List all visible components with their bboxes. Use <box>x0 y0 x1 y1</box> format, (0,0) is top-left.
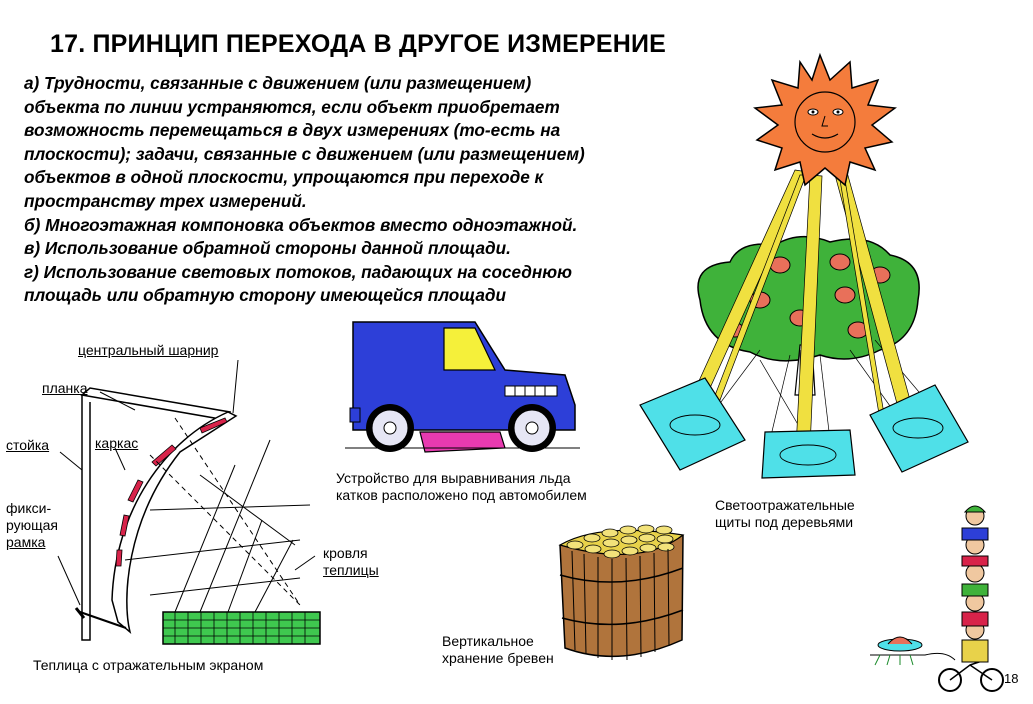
frame-label: каркас <box>95 435 139 451</box>
paragraph-line: объекта по линии устраняются, если объек… <box>24 96 560 117</box>
roof-label: кровля теплицы <box>323 545 379 578</box>
post-label: стойка <box>6 437 50 453</box>
logs-caption: Вертикальное хранение бревен <box>442 633 554 666</box>
paragraph-line: а) Трудности, связанные с движением (или… <box>24 73 532 93</box>
car-window <box>443 327 496 371</box>
page-title: 17. ПРИНЦИП ПЕРЕХОДА В ДРУГОЕ ИЗМЕРЕНИЕ <box>50 30 667 58</box>
greenhouse-illustration <box>57 359 321 645</box>
paragraph-line: плоскости); задачи, связанные с движение… <box>24 143 585 164</box>
car-illustration <box>345 321 580 453</box>
sun-tree-illustration <box>639 52 969 479</box>
ice-leveler <box>419 431 506 453</box>
paragraph-line: пространству трех измерений. <box>24 190 307 211</box>
paragraph-line: объектов в одной плоскости, упрощаются п… <box>24 167 544 188</box>
trees-caption: Светоотражательные щиты под деревьями <box>715 497 855 530</box>
paragraph-line: б) Многоэтажная компоновка объектов вмес… <box>24 214 578 235</box>
greenhouse-caption: Теплица с отражательным экраном <box>33 657 264 673</box>
log-bundle-illustration <box>558 524 685 661</box>
car-caption: Устройство для выравнивания льда катков … <box>336 470 587 503</box>
reflecting-shields <box>639 377 969 479</box>
plank-label: планка <box>42 380 88 396</box>
fixing-frame-label: фикси- рующая рамка <box>6 500 59 550</box>
paragraph-line: в) Использование обратной стороны данной… <box>24 238 511 259</box>
paragraph-line: возможность перемещаться в двух измерени… <box>24 120 561 141</box>
page-number: 18 <box>1004 671 1019 686</box>
central-hinge-label: центральный шарнир <box>78 342 219 358</box>
sun <box>753 52 897 187</box>
acrobats-illustration <box>870 505 1004 692</box>
paragraph-line: г) Использование световых потоков, падаю… <box>24 261 573 282</box>
paragraph-line: площадь или обратную сторону имеющейся п… <box>24 285 507 306</box>
principle-description: а) Трудности, связанные с движением (или… <box>24 72 704 308</box>
light-beams <box>687 169 916 449</box>
